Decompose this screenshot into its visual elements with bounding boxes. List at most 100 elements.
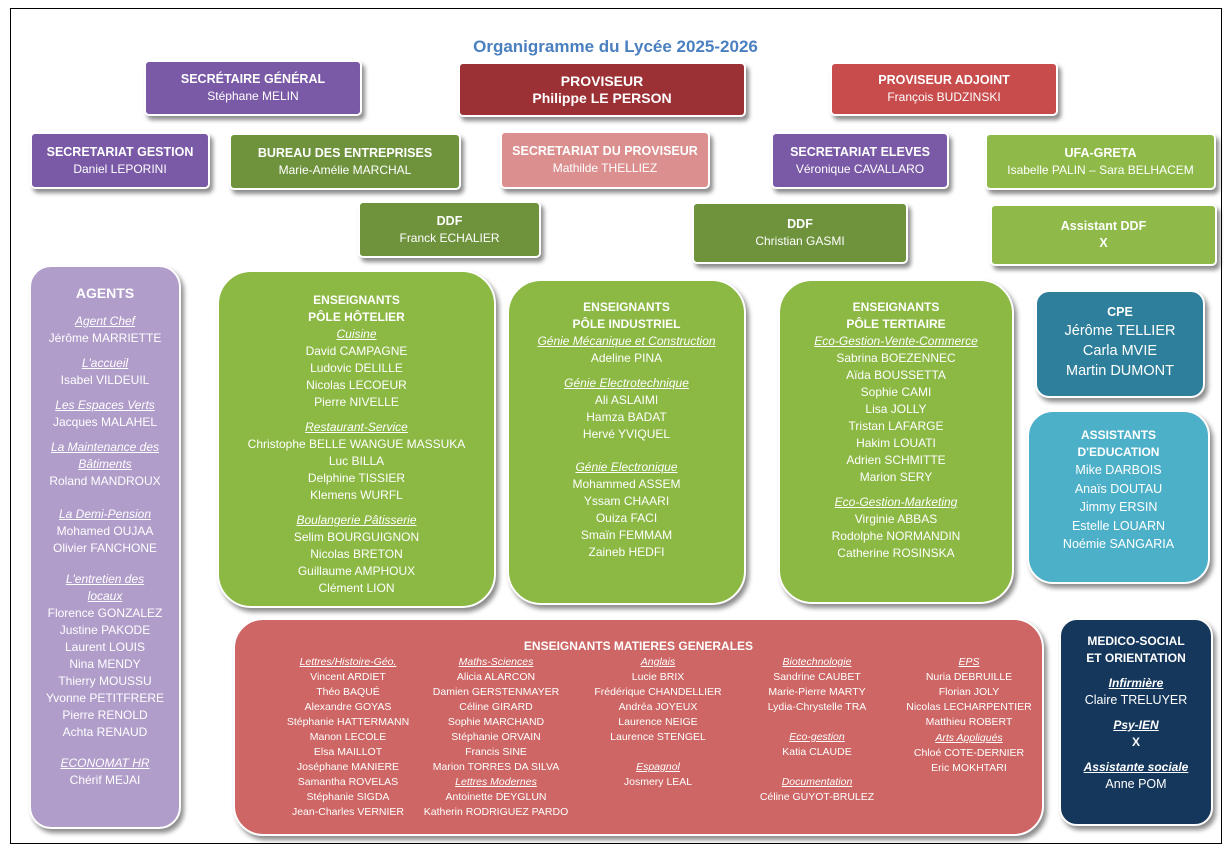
subject-column: Maths-Sciences Alicia ALARCON Damien GER… (406, 655, 586, 820)
group-label: Biotechnologie (782, 656, 852, 668)
person-name: Hakim LOUATI (856, 436, 936, 450)
box-title: DDF (787, 217, 813, 231)
person-name: Delphine TISSIER (307, 471, 406, 485)
person-name: Stéphanie SIGDA (306, 791, 390, 803)
page-title: Organigramme du Lycée 2025-2026 (473, 37, 758, 56)
group-label: EPS (958, 656, 980, 668)
proviseur-adjoint-box: PROVISEUR ADJOINT François BUDZINSKI (830, 62, 1058, 116)
person-name: Claire TRELUYER (1084, 693, 1188, 707)
person-name: Lisa JOLLY (865, 402, 927, 416)
subject-column: Lettres/Histoire-Géo. Vincent ARDIET Thé… (258, 655, 438, 820)
person-name: Zaineb HEDFI (588, 545, 665, 559)
person-name: Laurent LOUIS (64, 640, 146, 654)
person-name: Stéphanie HATTERMANN (286, 716, 410, 728)
bureau-entreprises-box: BUREAU DES ENTREPRISES Marie-Amélie MARC… (229, 133, 461, 190)
person-name: Alicia ALARCON (456, 671, 536, 683)
cpe-panel: CPE Jérôme TELLIER Carla MVIE Martin DUM… (1035, 290, 1205, 398)
secretariat-proviseur-box: SECRETARIAT DU PROVISEUR Mathilde THELLI… (500, 131, 710, 189)
group-label: Eco-Gestion-Vente-Commerce (814, 334, 978, 348)
assistants-education-panel: ASSISTANTS D'EDUCATION Mike DARBOIS Anaï… (1027, 410, 1210, 584)
person-name: Marion SERY (859, 470, 933, 484)
person-name: Justine PAKODE (59, 623, 151, 637)
person-name: Sophie MARCHAND (447, 716, 545, 728)
group-label: La Maintenance des Bâtiments (50, 440, 160, 471)
group-label: Espagnol (636, 761, 680, 773)
person-name: Katherin RODRIGUEZ PARDO (423, 806, 569, 818)
person-name: Josmery LEAL (623, 776, 693, 788)
panel-title: ENSEIGNANTS MATIERES GENERALES (523, 639, 754, 653)
ddf-gasmi-box: DDF Christian GASMI (692, 202, 908, 264)
person-name: Sabrina BOEZENNEC (836, 351, 956, 365)
person-name: Mike DARBOIS (1075, 463, 1162, 477)
group-label: Eco-gestion (789, 731, 845, 743)
person-name: Florence GONZALEZ (47, 606, 163, 620)
person-name: Guillaume AMPHOUX (297, 564, 416, 578)
person-name: Céline GUYOT-BRULEZ (759, 791, 875, 803)
person-name: Hervé YVIQUEL (582, 427, 671, 441)
person-name: Yvonne PETITFRERE (45, 691, 165, 705)
pole-industriel-panel: ENSEIGNANTS PÔLE INDUSTRIEL Génie Mécani… (507, 279, 746, 605)
group-label: Boulangerie Pâtisserie (296, 513, 417, 527)
panel-title: ENSEIGNANTS (313, 293, 400, 307)
panel-subtitle: PÔLE INDUSTRIEL (572, 317, 681, 331)
group-label: L'accueil (81, 356, 129, 370)
person-name: Mohamed OUJAA (56, 524, 154, 538)
box-title: SECRETARIAT GESTION (46, 144, 194, 159)
person-name: Joséphane MANIERE (296, 761, 400, 773)
panel-title: ENSEIGNANTS (583, 300, 670, 314)
person-name: Yssam CHAARI (583, 494, 670, 508)
person-name: Sophie CAMI (860, 385, 932, 399)
page-frame (10, 8, 1222, 844)
person-name: Laurence NEIGE (618, 716, 698, 728)
box-name: Stéphane MELIN (207, 89, 299, 103)
box-title: UFA-GRETA (1064, 145, 1137, 160)
person-name: Martin DUMONT (1066, 363, 1174, 379)
person-name: Florian JOLY (938, 686, 1000, 698)
person-name: X (1131, 735, 1140, 749)
group-label: Anglais (640, 656, 676, 668)
box-title: BUREAU DES ENTREPRISES (257, 145, 433, 160)
person-name: Nicolas BRETON (310, 547, 403, 561)
person-name: Ali ASLAIMI (594, 393, 659, 407)
person-name: Samantha ROVELAS (297, 776, 399, 788)
box-title: PROVISEUR ADJOINT (878, 73, 1010, 87)
person-name: Thierry MOUSSU (58, 674, 152, 688)
person-name: Anne POM (1105, 777, 1167, 791)
person-name: Alexandre GOYAS (304, 701, 392, 713)
assistant-ddf-box: Assistant DDF X (990, 204, 1217, 266)
matieres-generales-panel: ENSEIGNANTS MATIERES GENERALES Lettres/H… (233, 618, 1044, 836)
box-name: Franck ECHALIER (399, 230, 500, 245)
person-name: Smaïn FEMMAM (580, 528, 673, 542)
panel-title: ENSEIGNANTS (852, 300, 940, 314)
person-name: Jean-Charles VERNIER (291, 806, 405, 818)
subject-column: Biotechnologie Sandrine CAUBET Marie-Pie… (727, 655, 907, 805)
panel-subtitle: ET ORIENTATION (1086, 651, 1186, 665)
person-name: Klemens WURFL (310, 488, 403, 502)
group-label: Agent Chef (74, 314, 136, 328)
person-name: Matthieu ROBERT (925, 716, 1013, 728)
agents-title: AGENTS (75, 285, 135, 301)
person-name: Sandrine CAUBET (773, 671, 861, 683)
person-name: Manon LECOLE (309, 731, 387, 743)
person-name: Virginie ABBAS (854, 512, 938, 526)
person-name: Francis SINE (465, 746, 527, 758)
group-label: L'entretien des locaux (65, 572, 145, 603)
person-name: Jacques MALAHEL (52, 415, 158, 429)
subject-column: Anglais Lucie BRIX Frédérique CHANDELLIE… (568, 655, 748, 790)
box-name: Philippe LE PERSON (532, 89, 672, 106)
person-name: Ludovic DELILLE (310, 361, 403, 375)
person-name: Frédérique CHANDELLIER (594, 686, 722, 698)
person-name: Jérôme TELLIER (1064, 323, 1176, 339)
person-name: Isabel VILDEUIL (60, 373, 150, 387)
person-name: Adeline PINA (590, 351, 663, 365)
agents-panel: AGENTS Agent Chef Jérôme MARRIETTE L'acc… (29, 265, 181, 829)
box-title: SECRETARIAT ELEVES (790, 144, 930, 159)
box-title: SECRÉTAIRE GÉNÉRAL (180, 72, 326, 86)
person-name: Marie-Pierre MARTY (768, 686, 866, 698)
group-label: Maths-Sciences (458, 656, 534, 668)
ddf-echalier-box: DDF Franck ECHALIER (358, 201, 541, 258)
group-label: Lettres/Histoire-Géo. (299, 656, 397, 668)
person-name: Elsa MAILLOT (313, 746, 383, 758)
box-name: Isabelle PALIN – Sara BELHACEM (1007, 162, 1194, 177)
person-name: Jimmy ERSIN (1079, 500, 1158, 514)
